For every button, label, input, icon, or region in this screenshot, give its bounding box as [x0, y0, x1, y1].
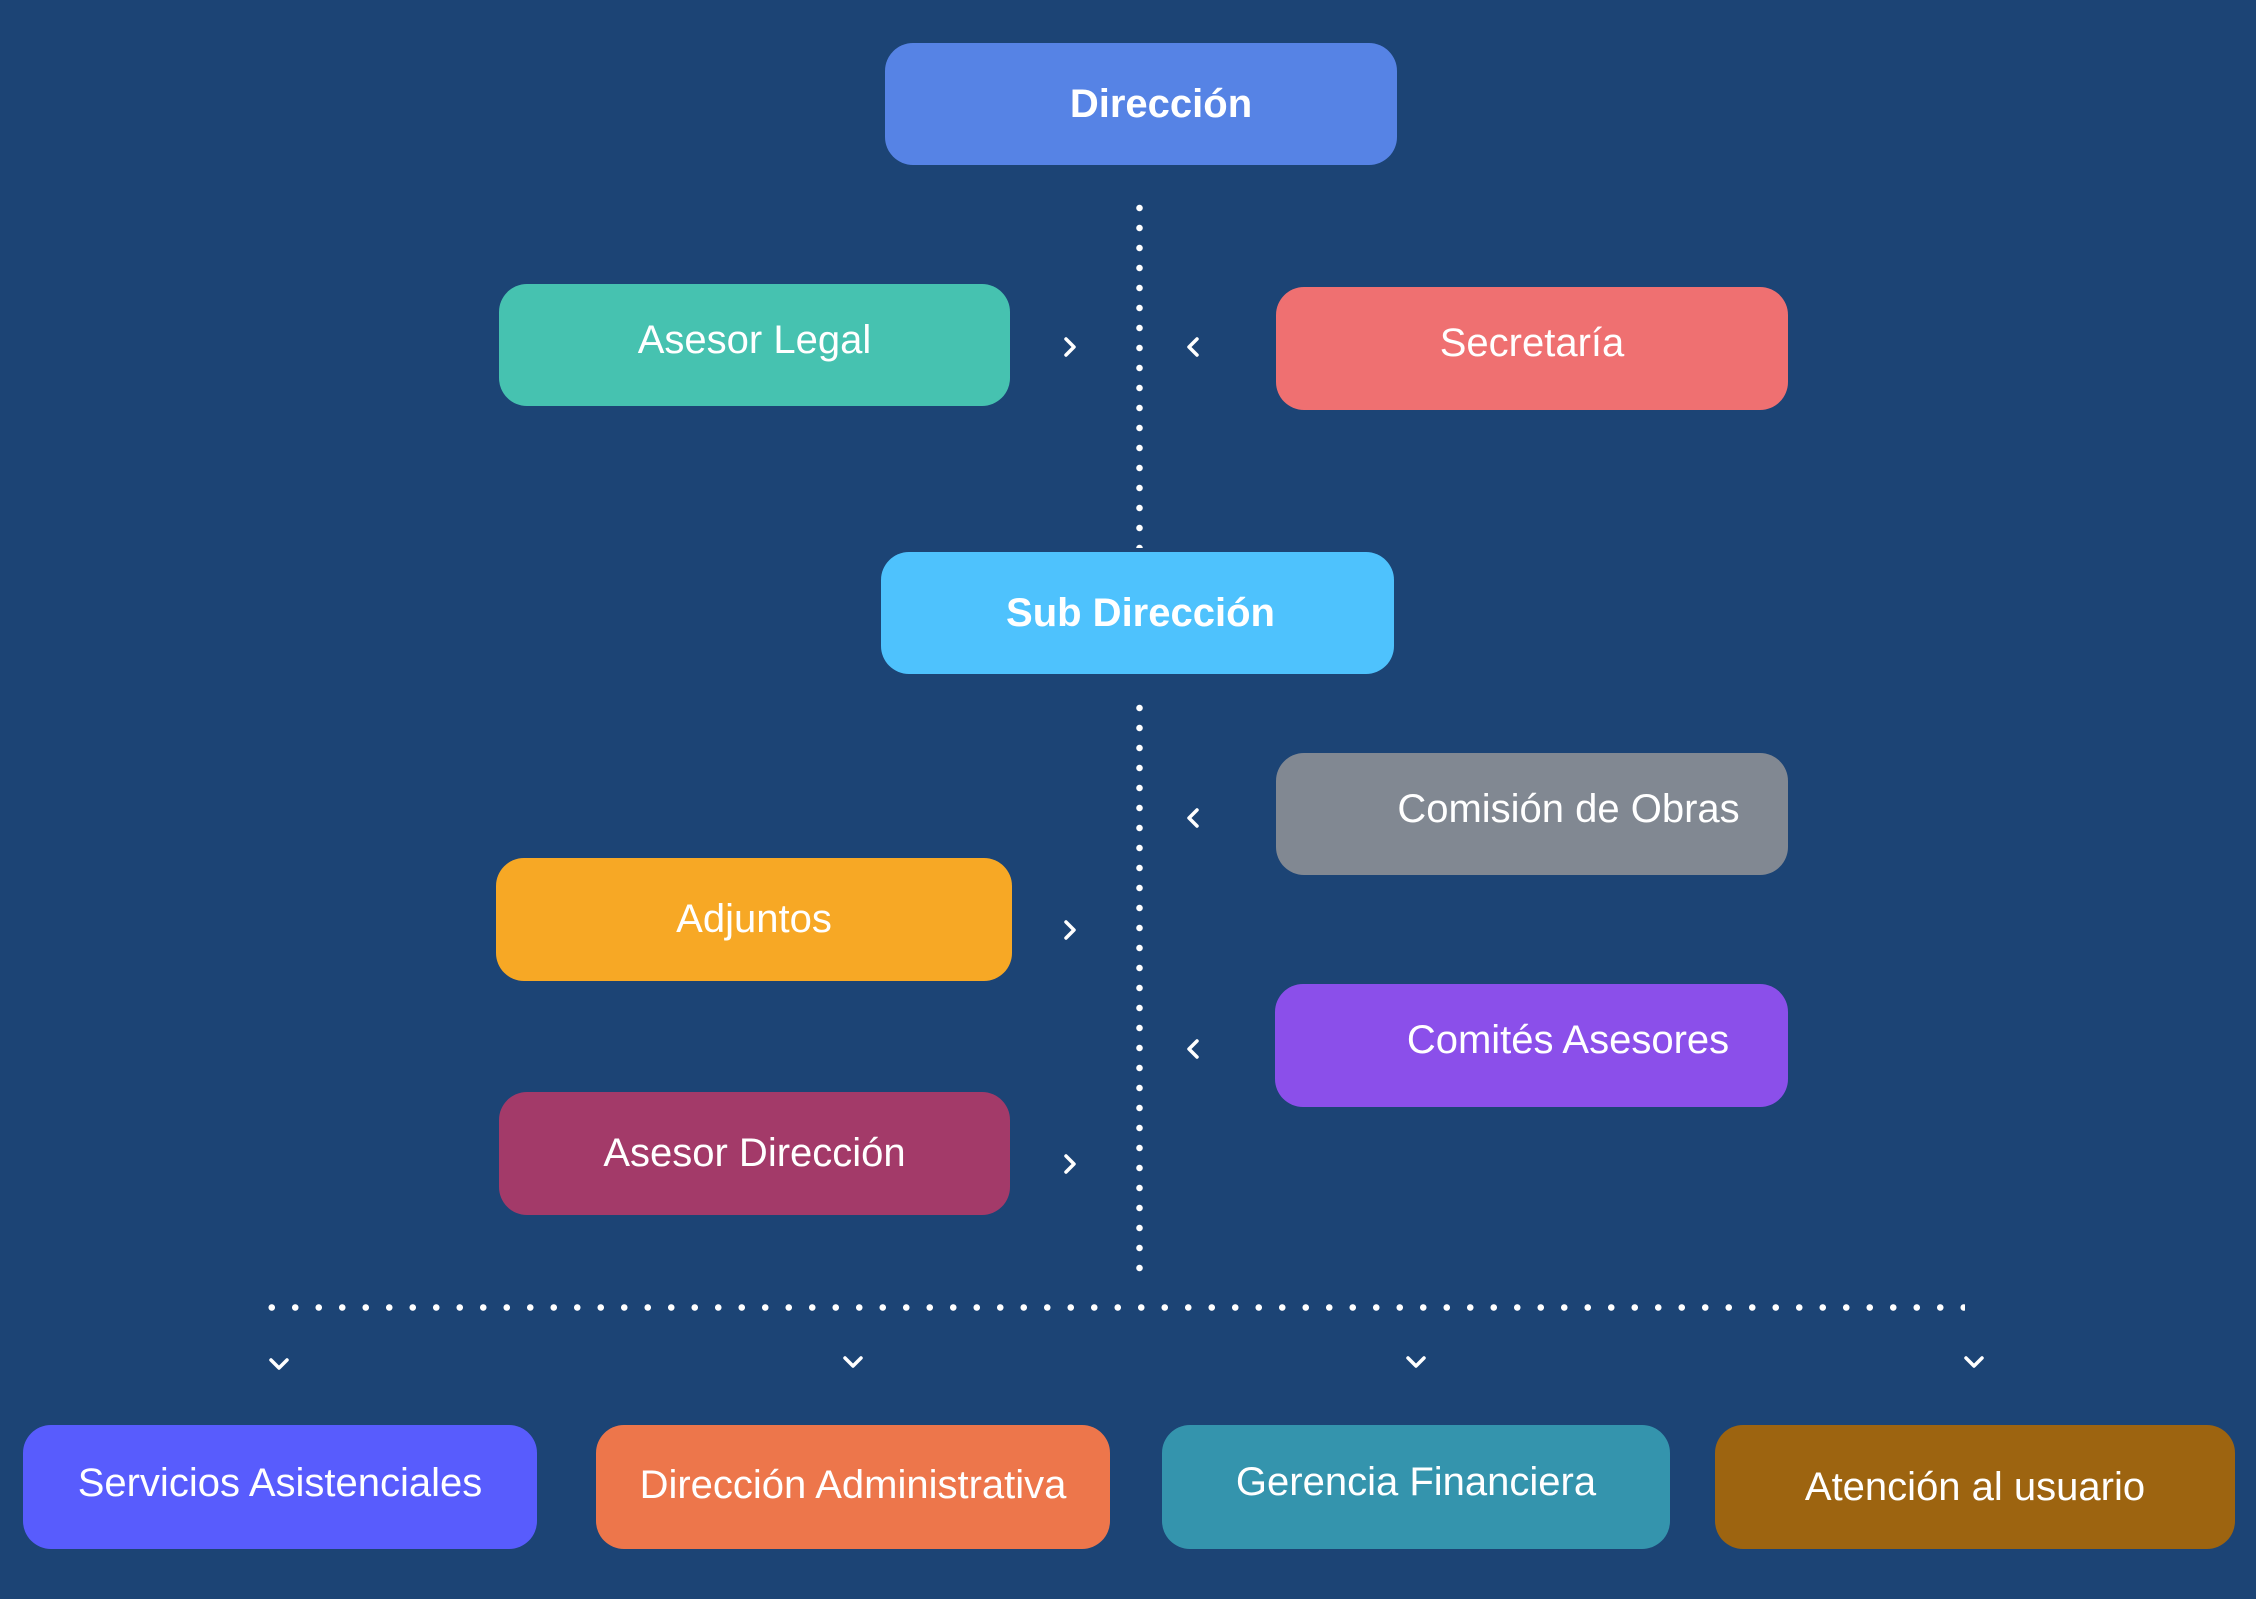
chevron-down-icon [842, 1351, 864, 1373]
node-direccion-label: Dirección [1069, 81, 1253, 126]
node-asesor-legal: Asesor Legal [499, 284, 1010, 406]
node-asesor-direccion-label: Asesor Dirección [603, 1131, 906, 1175]
node-direccion-administrativa-label: Dirección Administrativa [639, 1462, 1067, 1507]
node-atencion-usuario-label: Atención al usuario [1804, 1464, 2146, 1509]
node-comision-obras: Comisión de Obras [1276, 753, 1788, 875]
node-direccion-administrativa: Dirección Administrativa [596, 1425, 1110, 1549]
chevron-right-icon [1059, 336, 1081, 358]
chevron-right-icon [1059, 919, 1081, 941]
node-adjuntos: Adjuntos [496, 858, 1012, 981]
node-comision-obras-label: Comisión de Obras [1397, 786, 1740, 831]
node-gerencia-financiera: Gerencia Financiera [1162, 1425, 1670, 1549]
node-comites-asesores-label: Comités Asesores [1406, 1018, 1730, 1062]
connector-direccion-subdireccion [1136, 198, 1143, 548]
chevron-down-icon [1963, 1351, 1985, 1373]
chevron-left-icon [1182, 1038, 1204, 1060]
node-secretaria: Secretaría [1276, 287, 1788, 410]
node-servicios-asistenciales-label: Servicios Asistenciales [77, 1460, 483, 1505]
chevron-right-icon [1059, 1153, 1081, 1175]
node-gerencia-financiera-label: Gerencia Financiera [1235, 1459, 1597, 1504]
node-secretaria-label: Secretaría [1439, 321, 1625, 365]
chevron-down-icon [268, 1353, 290, 1375]
node-comites-asesores: Comités Asesores [1275, 984, 1788, 1107]
connector-subdireccion-bottom [1136, 698, 1143, 1284]
connector-bottom-horizontal [260, 1304, 1965, 1311]
chevron-left-icon [1182, 336, 1204, 358]
chevron-left-icon [1182, 807, 1204, 829]
node-adjuntos-label: Adjuntos [676, 897, 832, 941]
node-sub-direccion-label: Sub Dirección [1006, 590, 1275, 635]
chevron-down-icon [1405, 1351, 1427, 1373]
node-direccion: Dirección [885, 43, 1397, 165]
node-servicios-asistenciales: Servicios Asistenciales [23, 1425, 537, 1549]
node-asesor-legal-label: Asesor Legal [637, 317, 872, 362]
node-atencion-usuario: Atención al usuario [1715, 1425, 2235, 1549]
node-asesor-direccion: Asesor Dirección [499, 1092, 1010, 1215]
node-sub-direccion: Sub Dirección [881, 552, 1394, 674]
